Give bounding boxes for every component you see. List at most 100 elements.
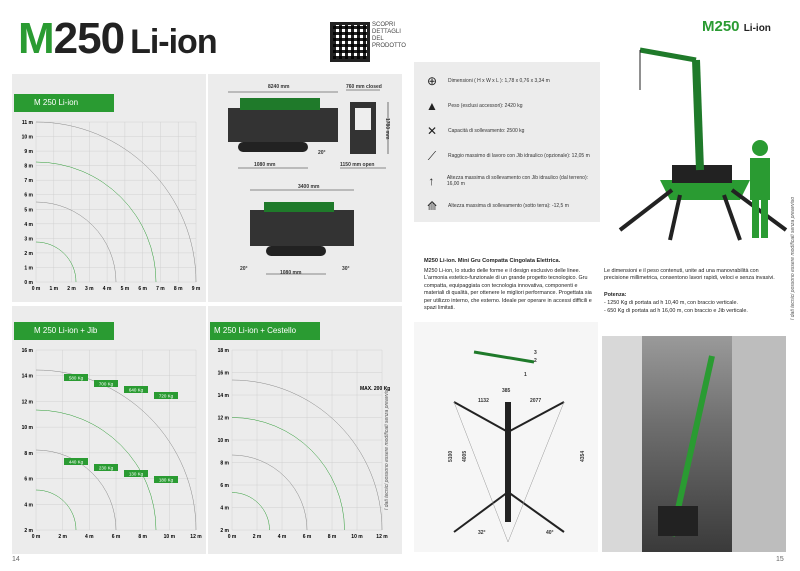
crane-front-panel — [355, 108, 371, 130]
y-tick-label: 4 m — [24, 222, 33, 228]
potenza-2: - 650 Kg di portata ad h 16,00 m, con br… — [604, 308, 748, 314]
crane-boom-main — [692, 59, 704, 171]
x-tick-label: 6 m — [138, 286, 147, 292]
x-tick-label: 12 m — [376, 534, 388, 540]
x-tick-label: 1 m — [49, 286, 58, 292]
operator-head — [752, 140, 768, 156]
y-tick-label: 16 m — [22, 348, 34, 354]
load-badge — [124, 470, 148, 477]
plan-d6: 4354 — [580, 450, 586, 462]
outrigger-plan-drawing — [453, 350, 565, 543]
y-tick-label: 5 m — [24, 207, 33, 213]
y-tick-label: 6 m — [220, 483, 229, 489]
x-tick-label: 10 m — [351, 534, 363, 540]
x-tick-label: 4 m — [85, 534, 94, 540]
plan-a2: 40° — [546, 530, 554, 536]
operator-leg-left — [752, 200, 759, 238]
load-badge — [64, 458, 88, 465]
load-label: 440 Kg — [69, 460, 84, 465]
y-tick-label: 12 m — [218, 416, 230, 422]
jib-chart-panel — [12, 306, 206, 554]
x-tick-label: 7 m — [156, 286, 165, 292]
main-chart-label: M 250 Li-ion — [14, 94, 114, 112]
dim-width-closed: 760 mm closed — [346, 84, 382, 90]
dim-width-total: 8240 mm — [268, 84, 290, 90]
outrigger-3 — [668, 194, 682, 241]
plan-a1: 32° — [478, 530, 486, 536]
y-tick-label: 16 m — [218, 371, 230, 377]
crane-body — [672, 165, 732, 183]
y-tick-label: 11 m — [22, 120, 34, 126]
qr-label: SCOPRI DETTAGLI DEL PRODOTTO — [372, 22, 406, 49]
title-num: 250 — [53, 14, 125, 63]
description-col1: M250 Li-ion, lo studio delle forme e il … — [424, 268, 592, 312]
x-tick-label: 3 m — [85, 286, 94, 292]
spec-icon: ⊕ — [426, 74, 438, 88]
y-tick-label: 2 m — [220, 528, 229, 534]
plan-d5: 4005 — [462, 450, 468, 462]
load-badge — [124, 386, 148, 393]
y-tick-label: 3 m — [24, 236, 33, 242]
y-tick-label: 2 m — [24, 528, 33, 534]
y-tick-label: 12 m — [22, 399, 34, 405]
x-tick-label: 2 m — [67, 286, 76, 292]
vertical-note-right: I dati tecnici possono essere modificati… — [790, 196, 796, 320]
x-tick-label: 0 m — [32, 534, 41, 540]
main-chart-panel — [12, 74, 206, 302]
x-tick-label: 6 m — [303, 534, 312, 540]
right-header-suffix: Li-ion — [743, 23, 771, 34]
load-badge — [94, 380, 118, 387]
plan-d2: 1132 — [478, 398, 489, 404]
y-tick-label: 14 m — [22, 374, 34, 380]
load-badge — [154, 476, 178, 483]
x-tick-label: 8 m — [138, 534, 147, 540]
right-header: M250 Li-ion — [702, 18, 771, 35]
y-tick-label: 9 m — [24, 149, 33, 155]
load-badge — [64, 374, 88, 381]
spec-text: Altezza massima di sollevamento (sotto t… — [448, 203, 569, 209]
dimension-drawings — [228, 89, 389, 275]
x-tick-label: 2 m — [253, 534, 262, 540]
spec-icon: ⟰ — [426, 199, 438, 213]
dim-open-width: 1150 mm open — [340, 162, 375, 168]
operator-body — [750, 158, 770, 200]
spec-text: Altezza massima di sollevamento con Jib … — [446, 175, 588, 187]
dim-length: 3400 mm — [298, 184, 320, 190]
y-tick-label: 18 m — [218, 348, 230, 354]
y-tick-label: 6 m — [24, 477, 33, 483]
plan-d4: 5100 — [448, 450, 454, 462]
x-tick-label: 6 m — [112, 534, 121, 540]
right-header-model: M250 — [702, 18, 740, 35]
qr-code[interactable] — [330, 22, 370, 62]
y-tick-label: 14 m — [218, 393, 230, 399]
site-photo — [602, 336, 786, 552]
y-tick-label: 1 m — [24, 265, 33, 271]
crane-boom — [240, 98, 320, 110]
dim-angle-right: 30° — [342, 266, 350, 272]
description-col2: Le dimensioni e il peso contenuti, unite… — [604, 268, 775, 282]
description-heading: M250 Li-ion. Mini Gru Compatta Cingolata… — [424, 258, 561, 264]
spec-row: ↑ Altezza massima di sollevamento con Jib… — [422, 168, 598, 194]
y-tick-label: 10 m — [218, 438, 230, 444]
potenza-title: Potenza: — [604, 292, 627, 298]
dim-track-len: 1080 mm — [254, 162, 276, 168]
y-tick-label: 7 m — [24, 178, 33, 184]
page-number-right: 15 — [776, 556, 784, 563]
basket-max-label: MAX. 200 Kg — [360, 386, 390, 392]
y-tick-label: 0 m — [24, 280, 33, 286]
y-tick-label: 6 m — [24, 193, 33, 199]
crane-track — [238, 142, 308, 152]
title-li: Li-ion — [130, 23, 218, 61]
spec-text: Raggio massimo di lavoro con Jib idrauli… — [448, 153, 590, 159]
y-tick-label: 4 m — [24, 502, 33, 508]
spec-icon: ↑ — [428, 174, 435, 188]
plan-label-2: 2 — [534, 358, 537, 364]
x-tick-label: 9 m — [192, 286, 201, 292]
potenza-1: - 1250 Kg di portata ad h 10,40 m, con b… — [604, 300, 738, 306]
spec-icon: ⟋ — [427, 148, 437, 163]
x-tick-label: 4 m — [103, 286, 112, 292]
x-tick-label: 5 m — [121, 286, 130, 292]
